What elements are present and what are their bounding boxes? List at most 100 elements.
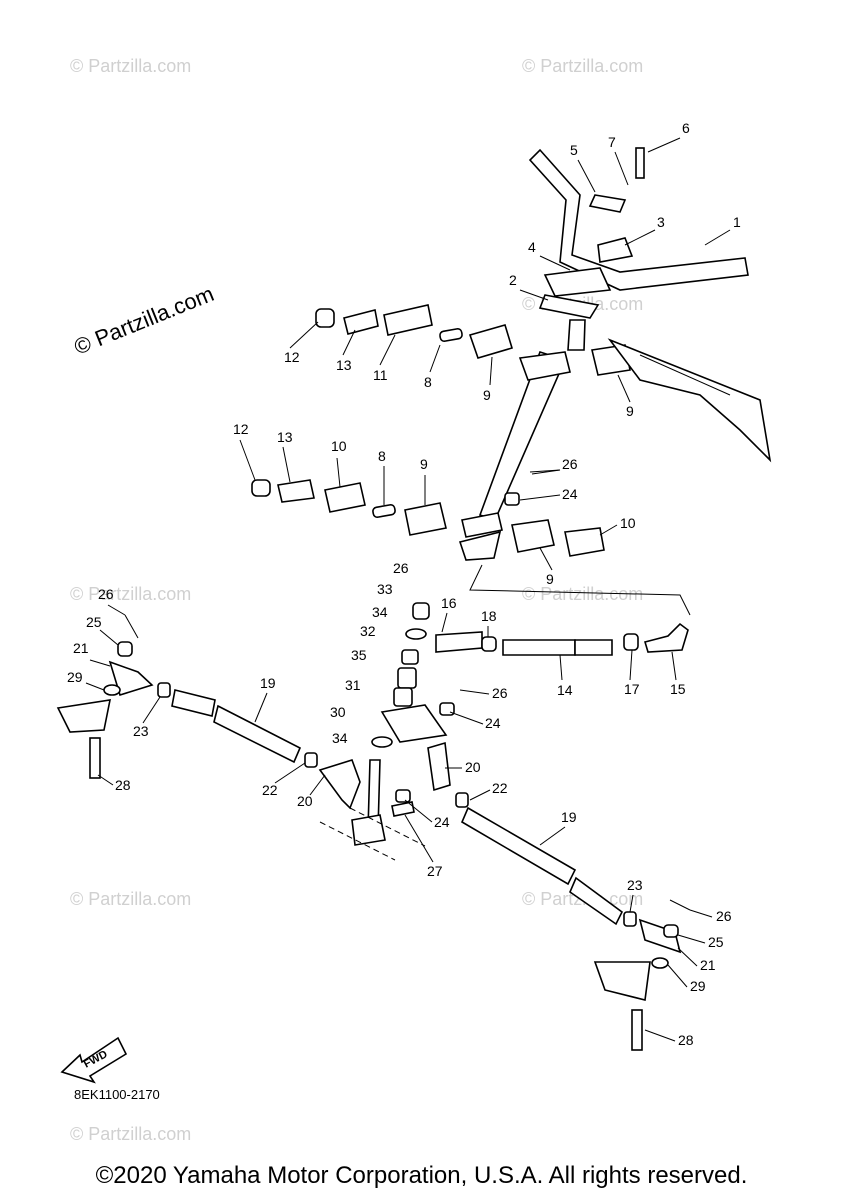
callout-label: 2 xyxy=(509,272,517,288)
upper-holder xyxy=(597,237,634,263)
callout-label: 31 xyxy=(345,677,361,693)
lower-holder xyxy=(543,267,612,297)
handlebar xyxy=(528,148,749,291)
callout-label: 24 xyxy=(562,486,578,502)
callout-label: 23 xyxy=(133,723,149,739)
rod-19d xyxy=(569,876,624,926)
callout-label: 29 xyxy=(690,978,706,994)
column-collar xyxy=(567,319,586,351)
frame-section xyxy=(607,338,772,463)
brand-watermark: © Partzilla.com xyxy=(71,281,218,360)
callout-label: 19 xyxy=(561,809,577,825)
watermark: © Partzilla.com xyxy=(70,584,191,604)
callout-label: 15 xyxy=(670,681,686,697)
callout-label: 13 xyxy=(277,429,293,445)
callout-label: 32 xyxy=(360,623,376,639)
callout-label: 23 xyxy=(627,877,643,893)
callout-label: 24 xyxy=(485,715,501,731)
callout-label: 35 xyxy=(351,647,367,663)
callout-label: 18 xyxy=(481,608,497,624)
callout-label: 9 xyxy=(546,571,554,587)
rod-14 xyxy=(502,639,576,656)
rod-19a xyxy=(171,689,216,717)
knuckle-bracket xyxy=(56,699,112,733)
callout-label: 24 xyxy=(434,814,450,830)
bushing-9c xyxy=(404,502,447,536)
leader-lines xyxy=(85,137,731,1042)
callout-label: 22 xyxy=(262,782,278,798)
cotter-pin-26b xyxy=(124,614,139,639)
fwd-arrow-icon: FWD xyxy=(60,1036,128,1084)
nut-33 xyxy=(412,602,430,620)
nut-24 xyxy=(504,492,520,506)
callout-label: 21 xyxy=(73,640,89,656)
nut-18 xyxy=(481,636,497,652)
callout-label: 1 xyxy=(733,214,741,230)
callout-label: 19 xyxy=(260,675,276,691)
bushing-9 xyxy=(468,324,514,359)
callout-label: 26 xyxy=(562,456,578,472)
callout-label: 28 xyxy=(115,777,131,793)
callout-label: 27 xyxy=(427,863,443,879)
plate-10 xyxy=(324,482,366,513)
callout-label: 5 xyxy=(570,142,578,158)
lock-washer-13 xyxy=(343,309,379,335)
nut-12b xyxy=(251,479,271,497)
ball-joint-21 xyxy=(108,660,154,697)
base-dash-b xyxy=(349,807,426,847)
callout-label: 34 xyxy=(372,604,388,620)
callout-label: 30 xyxy=(330,704,346,720)
callout-label: 28 xyxy=(678,1032,694,1048)
washer-29 xyxy=(103,684,121,696)
handlebar-assembly xyxy=(478,147,749,521)
column-bracket xyxy=(461,512,503,538)
lock-washer-13b xyxy=(277,479,315,503)
callout-label: 11 xyxy=(373,367,388,383)
tie-rod-end-16 xyxy=(435,631,483,653)
copyright-notice: ©2020 Yamaha Motor Corporation, U.S.A. A… xyxy=(95,1162,748,1189)
nut-17 xyxy=(623,633,639,651)
callout-labels: 1 2 3 4 5 6 7 8 9 9 11 12 13 12 13 10 8 … xyxy=(67,120,741,1048)
bushing-31 xyxy=(393,687,413,707)
assembly-guide xyxy=(469,564,691,616)
callout-label: 26 xyxy=(716,908,732,924)
holder-bolt xyxy=(635,147,645,179)
column-clamp xyxy=(518,351,571,381)
callout-label: 6 xyxy=(682,120,690,136)
callout-label: 10 xyxy=(331,438,347,454)
callout-label: 8 xyxy=(424,374,432,390)
callout-label: 17 xyxy=(624,681,640,697)
bolt-28b xyxy=(631,1009,643,1051)
plate-10b xyxy=(564,527,605,557)
tie-rod-end-20b xyxy=(427,741,451,792)
watermark: © Partzilla.com xyxy=(522,56,643,76)
callout-label: 16 xyxy=(441,595,457,611)
washer-34 xyxy=(405,628,427,640)
tie-rod-end-20 xyxy=(318,759,361,810)
nut-25 xyxy=(117,641,133,657)
callout-label: 9 xyxy=(420,456,428,472)
watermark-layer: © Partzilla.com © Partzilla.com © Partzi… xyxy=(70,56,643,1144)
nut-22b xyxy=(455,792,469,808)
relay-arm-30 xyxy=(380,704,448,743)
collar-8b xyxy=(372,503,396,519)
watermark: © Partzilla.com xyxy=(70,56,191,76)
callout-label: 26 xyxy=(98,586,114,602)
callout-label: 34 xyxy=(332,730,348,746)
callout-label: 25 xyxy=(86,614,102,630)
rod-14b xyxy=(574,639,613,656)
callout-label: 3 xyxy=(657,214,665,230)
pitman-arm xyxy=(458,530,502,561)
callout-label: 9 xyxy=(626,403,634,419)
callout-label: 20 xyxy=(465,759,481,775)
left-tie-rod xyxy=(56,614,361,810)
frame-dash xyxy=(639,354,731,396)
diagram-code: 8EK1100-2170 xyxy=(74,1087,160,1102)
base-dash xyxy=(319,821,396,861)
watermark: © Partzilla.com xyxy=(522,584,643,604)
collar-32 xyxy=(401,649,419,665)
washer-34b xyxy=(371,736,393,748)
knuckle-bracket-b xyxy=(593,961,651,1001)
callout-label: 26 xyxy=(492,685,508,701)
